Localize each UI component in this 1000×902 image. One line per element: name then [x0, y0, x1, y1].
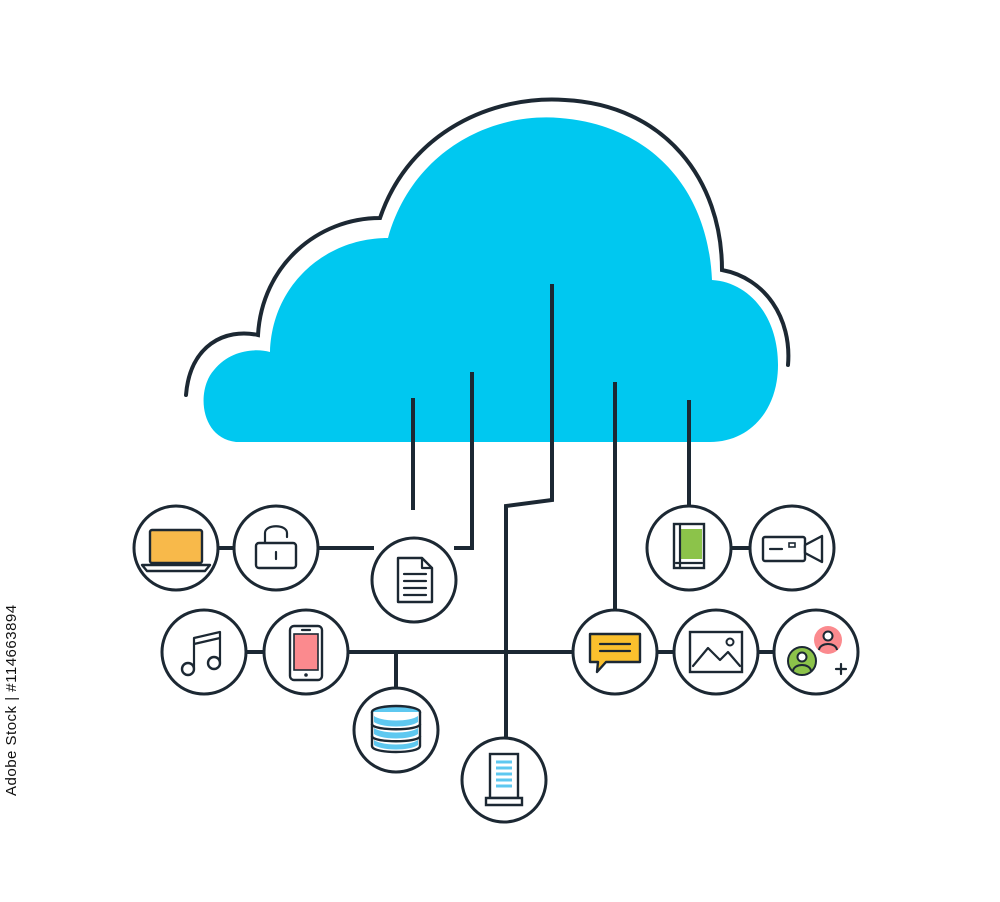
video-camera-icon [761, 534, 824, 564]
book-icon [672, 522, 706, 570]
chat-bubble-icon [588, 632, 642, 674]
database-node [352, 686, 440, 774]
laptop-icon [140, 528, 212, 573]
smartphone-icon [288, 624, 324, 682]
connection-lines [216, 284, 776, 744]
server-node [460, 736, 548, 824]
book-node [645, 504, 733, 592]
cloud-shape [203, 117, 778, 443]
stock-image-id: Adobe Stock | #114663894 [3, 604, 20, 796]
database-icon [370, 704, 422, 754]
server-icon [484, 752, 524, 807]
laptop-node [132, 504, 220, 592]
document-icon [396, 556, 434, 604]
lock-node [232, 504, 320, 592]
music-node [160, 608, 248, 696]
cloud-outline [184, 97, 791, 397]
document-node [370, 536, 458, 624]
music-note-icon [180, 630, 222, 677]
contacts-node [772, 608, 860, 696]
chat-node [571, 608, 659, 696]
add-contact-icon [787, 626, 848, 676]
lock-icon [254, 525, 298, 570]
phone-node [262, 608, 350, 696]
image-node [672, 608, 760, 696]
image-icon [688, 630, 744, 674]
video-node [748, 504, 836, 592]
